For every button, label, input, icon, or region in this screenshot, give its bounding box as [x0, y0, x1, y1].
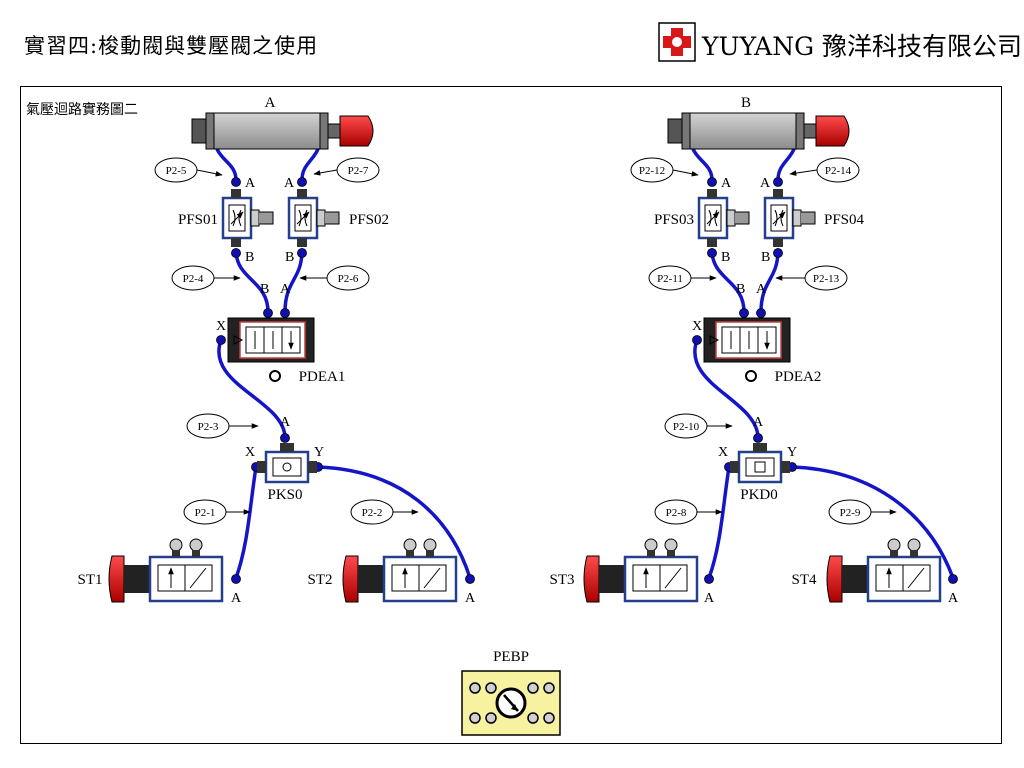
start-valve-st1: ST1 — [77, 538, 224, 603]
pks0-label: PKS0 — [267, 487, 302, 503]
tube-tag: P2-5 — [166, 165, 187, 177]
port-label: B — [736, 282, 745, 297]
port-label: B — [245, 250, 254, 265]
right-port-labels: A A B B B A X A X Y A A — [692, 176, 959, 606]
tube-tag: P2-8 — [666, 507, 687, 519]
brand-name: YUYANG 豫洋科技有限公司 — [702, 32, 1022, 61]
flow-valve-pfs01: PFS01 — [178, 189, 274, 247]
st1-label: ST1 — [77, 572, 102, 588]
flow-valve-pfs02: PFS02 — [287, 189, 389, 247]
twin-pressure-valve-pkd0: PKD0 — [730, 443, 790, 503]
port-label: X — [245, 445, 255, 460]
port-label: B — [721, 250, 730, 265]
port-label: A — [753, 415, 764, 430]
st4-label: ST4 — [791, 572, 817, 588]
cylinder-a: A — [191, 95, 374, 150]
flow-valve-pfs04: PFS04 — [763, 189, 865, 247]
port-label: B — [761, 250, 770, 265]
pdea2-label: PDEA2 — [775, 369, 822, 385]
tube-tag: P2-12 — [639, 165, 665, 177]
tube-tag: P2-9 — [840, 507, 861, 519]
cylinder-b-label: B — [741, 95, 751, 111]
brand-logo — [658, 22, 696, 62]
right-circuit: B PFS03 PFS04 — [549, 95, 959, 606]
port-label: A — [280, 415, 291, 430]
tube-tag: P2-3 — [198, 421, 219, 433]
port-label: A — [465, 591, 476, 606]
port-label: A — [231, 591, 242, 606]
port-label: A — [721, 176, 732, 191]
left-tube-tags: P2-5 P2-7 P2-4 P2-6 P2-3 P2-1 P2-2 — [154, 157, 419, 525]
port-label: X — [692, 319, 702, 334]
right-tube-tags: P2-12 P2-14 P2-11 P2-13 P2-10 P2-8 P2- — [630, 157, 897, 525]
tube-tag: P2-13 — [813, 273, 840, 285]
pkd0-label: PKD0 — [740, 487, 778, 503]
start-valve-st2: ST2 — [307, 538, 458, 603]
diagram-frame — [20, 86, 1002, 744]
port-label: A — [704, 591, 715, 606]
cylinder-a-label: A — [265, 95, 276, 111]
port-label: A — [284, 176, 295, 191]
tube-tag: P2-2 — [362, 507, 383, 519]
page-title: 實習四:梭動閥與雙壓閥之使用 — [24, 34, 319, 58]
tube-tag: P2-14 — [825, 165, 852, 177]
tube-tag: P2-4 — [183, 273, 204, 285]
port-label: A — [756, 282, 767, 297]
tube-tag: P2-6 — [338, 273, 359, 285]
start-valve-st3: ST3 — [549, 538, 699, 603]
port-label: A — [245, 176, 256, 191]
shuttle-valve-pks0: PKS0 — [257, 443, 317, 503]
pebp-label: PEBP — [493, 649, 529, 665]
st2-label: ST2 — [307, 572, 332, 588]
pfs02-label: PFS02 — [349, 212, 389, 228]
port-label: X — [216, 319, 226, 334]
port-label: B — [260, 282, 269, 297]
start-valve-st4: ST4 — [791, 538, 942, 603]
tube-tag: P2-11 — [657, 273, 683, 285]
flow-valve-pfs03: PFS03 — [654, 189, 750, 247]
pilot-valve-pdea1: PDEA1 — [227, 317, 346, 385]
port-label: Y — [787, 445, 797, 460]
left-circuit: A PFS01 PFS02 — [77, 95, 476, 606]
pdea1-label: PDEA1 — [299, 369, 346, 385]
st3-label: ST3 — [549, 572, 574, 588]
diagram-subtitle: 氣壓迴路實務圖二 — [26, 102, 138, 118]
port-label: A — [948, 591, 959, 606]
pfs04-label: PFS04 — [824, 212, 865, 228]
pfs01-label: PFS01 — [178, 212, 218, 228]
left-port-labels: A A B B B A X A X Y A A — [216, 176, 476, 606]
pilot-valve-pdea2: PDEA2 — [703, 317, 822, 385]
cylinder-b: B — [667, 95, 850, 150]
port-label: A — [760, 176, 771, 191]
port-label: B — [285, 250, 294, 265]
port-label: Y — [314, 445, 324, 460]
port-label: X — [718, 445, 728, 460]
tube-tag: P2-10 — [673, 421, 700, 433]
tube-tag: P2-1 — [195, 507, 216, 519]
pfs03-label: PFS03 — [654, 212, 694, 228]
tube-tag: P2-7 — [348, 165, 369, 177]
port-label: A — [280, 282, 291, 297]
supply-panel-pebp: PEBP — [461, 649, 561, 736]
